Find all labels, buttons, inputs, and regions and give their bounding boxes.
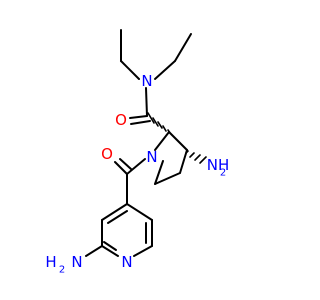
atom-labels: N O N NH 2 O N H 2 N [45, 72, 229, 276]
bond-n-ethyl2-ch2 [154, 60, 176, 80]
amino-group-label-c4: NH 2 [207, 156, 230, 179]
molecule-structure: N O N NH 2 O N H 2 N [45, 29, 229, 276]
wedge-c2-hash-5 [147, 112, 155, 124]
amide-oxygen-label: O [115, 111, 127, 129]
bond-py-c3-c4-inner [107, 210, 128, 224]
bond-c-o1-b [130, 120, 151, 125]
bond-py-n-c2-inner [103, 241, 117, 251]
stereo-wedges [147, 112, 207, 164]
bond-py-n-c2 [101, 245, 119, 257]
bond-c-o1-a [129, 115, 148, 119]
bond-n1-c2 [154, 131, 170, 151]
bond-c2-c3 [168, 131, 188, 151]
bond-c5-n1 [154, 160, 164, 185]
wedge-c4-hash-3 [194, 154, 201, 161]
wedge-c4-hash-1 [185, 150, 189, 154]
amino-subscript-label: 2 [220, 168, 226, 179]
pyrrolidine-nitrogen-label: N [146, 148, 157, 166]
bond-n1-carbonyl2 [126, 158, 146, 175]
pyridine-amino-h-label: H [45, 253, 56, 271]
wedge-c4-hash-2 [189, 152, 195, 158]
bond-py-c6-n [133, 245, 153, 257]
bond-py-c2-nh2 [85, 245, 103, 257]
wedge-c2-hash-2 [162, 125, 167, 132]
bond-py-c3-c4 [101, 203, 128, 221]
bond-c-o2-a [114, 161, 128, 175]
bond-py-c4-c5 [126, 203, 153, 221]
amino-group-label-pyridine: H 2 N [45, 253, 82, 276]
bond-c-o2-b [119, 158, 132, 170]
wedge-c2-hash-1 [167, 129, 171, 134]
bond-c3-c4 [179, 149, 188, 174]
bond-n-carbonyl1 [145, 87, 148, 117]
amide-nitrogen-label: N [141, 72, 152, 90]
pyridine-amino-n-label: N [71, 253, 82, 271]
wedge-c2-hash-4 [152, 117, 159, 127]
bond-ethyl2-ch3 [174, 33, 192, 62]
amino-nh-label: NH [207, 156, 230, 174]
pyridine-amino-subscript-label: 2 [59, 265, 65, 276]
wedge-c4-hash-4 [199, 156, 207, 164]
aroyl-oxygen-label: O [101, 145, 113, 163]
bonds [85, 29, 192, 257]
wedge-c2-hash-3 [157, 121, 163, 129]
pyridine-nitrogen-label: N [121, 253, 132, 271]
bond-c4-c5 [154, 172, 181, 185]
bond-n-ethyl1-ch2 [120, 60, 140, 80]
